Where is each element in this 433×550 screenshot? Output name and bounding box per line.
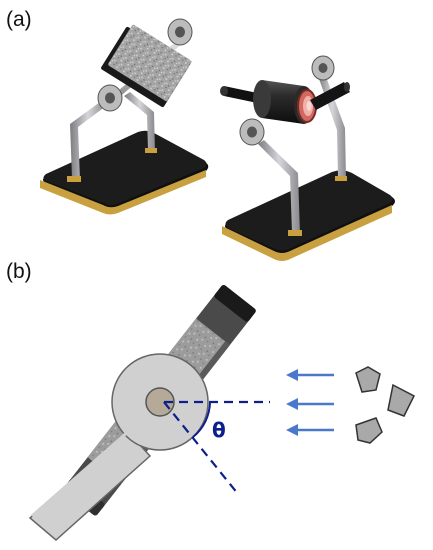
panel-a-label: (a) bbox=[6, 8, 32, 31]
particle bbox=[355, 366, 381, 393]
panel-b-label: (b) bbox=[6, 260, 32, 283]
flow-arrow bbox=[286, 424, 334, 436]
flow-arrow bbox=[286, 369, 334, 381]
angle-theta-label: θ bbox=[212, 418, 226, 442]
sample-plate bbox=[101, 24, 192, 108]
support-arm-left bbox=[67, 92, 157, 182]
angle-indicator: θ bbox=[163, 400, 270, 495]
pivot-hub bbox=[145, 387, 175, 417]
cylinder-sample bbox=[253, 80, 350, 124]
support-arm-right bbox=[258, 74, 347, 236]
holder-base-left bbox=[40, 130, 209, 215]
sample-holder-plate bbox=[40, 18, 209, 215]
erodent-particles bbox=[355, 366, 415, 444]
holder-arm bbox=[28, 353, 209, 541]
particle-flow-arrows bbox=[286, 369, 334, 436]
holder-base-right bbox=[222, 170, 395, 261]
sample-holder-cylinder bbox=[220, 55, 395, 261]
axle-rod-right bbox=[224, 86, 262, 104]
particle bbox=[355, 417, 383, 444]
flow-arrow bbox=[286, 398, 334, 410]
particle bbox=[387, 383, 415, 417]
